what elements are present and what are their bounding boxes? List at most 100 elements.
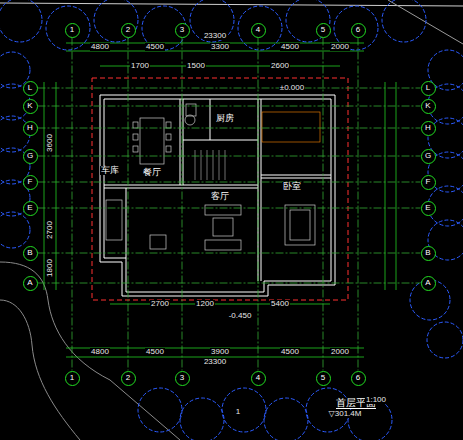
grid-axis-line	[258, 38, 259, 371]
dimension-text: 4500	[145, 348, 165, 356]
axis-bubble: 5	[316, 23, 331, 38]
dimension-text: 4500	[280, 348, 300, 356]
axis-bubble: B	[421, 246, 436, 261]
axis-label: 1	[70, 374, 74, 382]
axis-label: B	[425, 249, 430, 257]
axis-bubble: F	[23, 175, 38, 190]
axis-label: 3	[180, 374, 184, 382]
dimension-text: 3600	[46, 133, 54, 153]
grid-axis-line	[323, 38, 324, 371]
dimension-text: 1800	[46, 258, 54, 278]
axis-label: L	[426, 84, 430, 92]
axis-label: A	[425, 279, 430, 287]
axis-bubble: 4	[251, 371, 266, 386]
axis-bubble: E	[23, 201, 38, 216]
axis-label: B	[27, 249, 32, 257]
axis-label: F	[426, 178, 431, 186]
axis-bubble: K	[23, 99, 38, 114]
axis-bubble: 1	[65, 371, 80, 386]
axis-label: 2	[126, 26, 130, 34]
axis-bubble: A	[421, 276, 436, 291]
axis-bubble: 4	[251, 23, 266, 38]
axis-label: 5	[321, 26, 325, 34]
axis-label: 6	[356, 374, 360, 382]
dimension-text: 1700	[130, 62, 150, 70]
axis-label: F	[28, 178, 33, 186]
axis-label: G	[27, 152, 33, 160]
axis-bubble: L	[421, 81, 436, 96]
axis-label: 2	[126, 374, 130, 382]
axis-label: L	[28, 84, 32, 92]
axis-bubble: L	[23, 81, 38, 96]
axis-bubble: 2	[121, 23, 136, 38]
grid-axis-line	[38, 283, 421, 284]
axis-bubble: F	[421, 175, 436, 190]
axis-bubble: G	[421, 149, 436, 164]
axis-bubble: 3	[175, 23, 190, 38]
axis-bubble: H	[23, 121, 38, 136]
room-name: 厨房	[215, 114, 235, 123]
dimension-text: 5400	[270, 300, 290, 308]
level-note: 1:100	[365, 396, 387, 404]
grid-axis-line	[38, 208, 421, 209]
dimension-text: 2600	[270, 62, 290, 70]
axis-bubble: 3	[175, 371, 190, 386]
room-name: 餐厅	[142, 168, 162, 177]
dimension-text: 1200	[195, 300, 215, 308]
dimension-text: 4500	[280, 43, 300, 51]
axis-label: 4	[256, 26, 260, 34]
axis-label: 4	[256, 374, 260, 382]
dimension-text: 4500	[145, 43, 165, 51]
dimension-text: 4800	[90, 43, 110, 51]
grid-axis-line	[72, 38, 73, 371]
axis-bubble: H	[421, 121, 436, 136]
room-name: 卧室	[282, 182, 302, 191]
level-note: ±0.000	[279, 84, 305, 92]
grid-axis-line	[38, 88, 421, 89]
axis-label: A	[27, 279, 32, 287]
room-name: 车库	[100, 166, 120, 175]
grid-axis-line	[182, 38, 183, 371]
dimension-text: 4800	[90, 348, 110, 356]
grid-axis-line	[38, 156, 421, 157]
dimension-text: 23300	[203, 358, 227, 366]
dimension-text: 2700	[46, 220, 54, 240]
axis-bubble: E	[421, 201, 436, 216]
axis-label: H	[425, 124, 431, 132]
level-note: ▽301.4M	[328, 410, 363, 418]
grid-axis-line	[38, 106, 421, 107]
dimension-text: 3300	[210, 43, 230, 51]
axis-bubble: 6	[351, 23, 366, 38]
axis-bubble: G	[23, 149, 38, 164]
axis-label: K	[425, 102, 430, 110]
axis-bubble: A	[23, 276, 38, 291]
axis-label: 1	[70, 26, 74, 34]
axis-label: 5	[321, 374, 325, 382]
axis-label: 3	[180, 26, 184, 34]
dimension-text: 2000	[330, 348, 350, 356]
axis-label: G	[425, 152, 431, 160]
axis-bubble: 6	[351, 371, 366, 386]
dimension-text: 2700	[150, 300, 170, 308]
grid-axis-line	[38, 128, 421, 129]
axis-bubble: 2	[121, 371, 136, 386]
axis-label: K	[27, 102, 32, 110]
axis-bubble: B	[23, 246, 38, 261]
dimension-text: 3900	[210, 348, 230, 356]
dimension-text: 1500	[186, 62, 206, 70]
axis-bubble: 5	[316, 371, 331, 386]
dimension-text: 23300	[203, 32, 227, 40]
axis-label: 6	[356, 26, 360, 34]
axis-bubble: K	[421, 99, 436, 114]
dimension-text: 2000	[330, 43, 350, 51]
level-note: -0.450	[228, 312, 253, 320]
axis-label: E	[27, 204, 32, 212]
grid-axis-line	[38, 253, 421, 254]
level-note: 1	[235, 408, 241, 416]
grid-axis-line	[358, 38, 359, 371]
grid-axis-line	[38, 182, 421, 183]
room-name: 客厅	[210, 192, 230, 201]
axis-bubble: 1	[65, 23, 80, 38]
grid-axis-line	[128, 38, 129, 371]
